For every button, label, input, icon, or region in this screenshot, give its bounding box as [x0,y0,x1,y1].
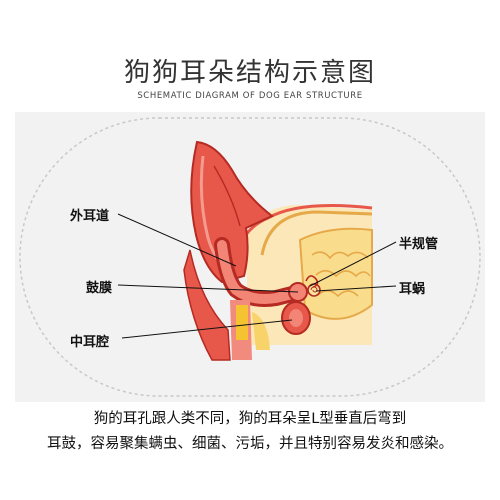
caption-line-2: 耳鼓，容易聚集螨虫、细菌、污垢，并且特别容易发炎和感染。 [47,436,453,452]
cranium-outline [260,210,373,256]
dashed-frame [19,117,481,397]
cochlea [307,283,321,297]
label-cochlea: 耳蜗 [399,282,426,297]
diagram-subtitle: SCHEMATIC DIAGRAM OF DOG EAR STRUCTURE [137,91,363,101]
label-outer-ear-canal: 外耳道 [70,209,110,224]
leader-cochlea [315,285,397,292]
leader-outer-ear-canal [117,213,237,267]
leader-semicircular-canal [309,241,397,287]
diagram-title: 狗狗耳朵结构示意图 [123,58,376,88]
leader-middle-ear [121,319,293,339]
label-eardrum: 鼓膜 [86,281,113,296]
lower-tissue [183,249,231,361]
leader-eardrum [117,284,299,293]
label-semicircular-canal: 半规管 [399,237,439,252]
label-middle-ear: 中耳腔 [70,335,110,350]
caption-line-1: 狗的耳孔跟人类不同，狗的耳朵呈L型垂直后弯到 [93,411,407,427]
semicircular-canal [305,275,319,288]
